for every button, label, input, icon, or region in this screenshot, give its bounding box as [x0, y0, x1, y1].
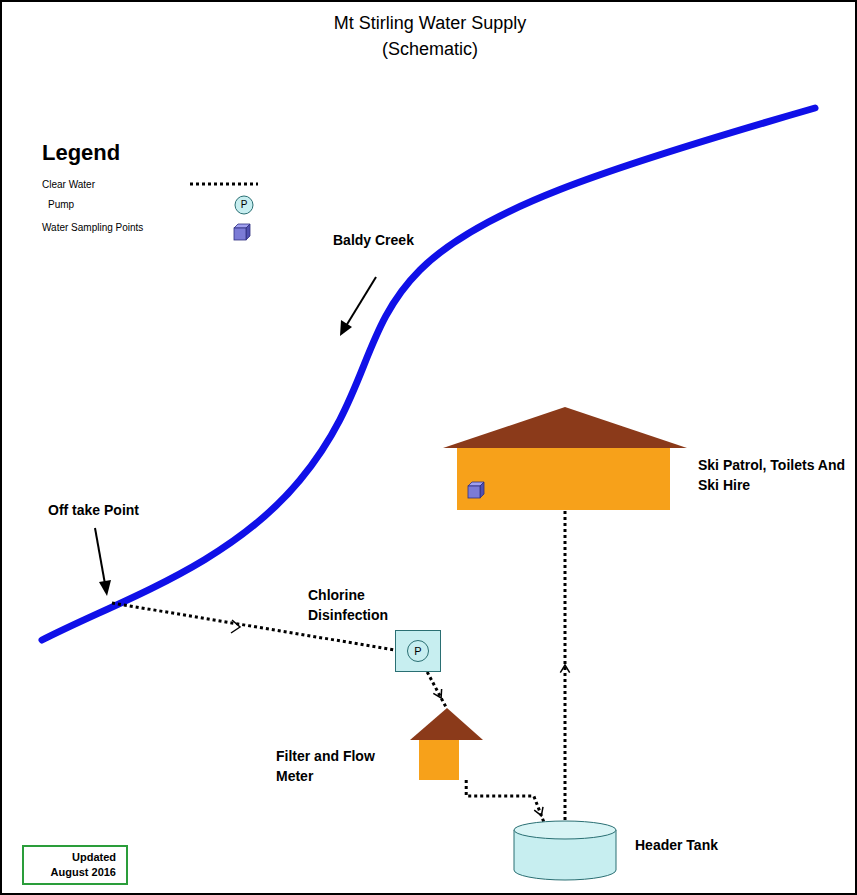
- arrow-head: [433, 689, 441, 698]
- creek: [42, 108, 815, 640]
- legend-line-sample: [190, 183, 258, 186]
- sampling-point: [468, 486, 480, 498]
- building-node: Ski Patrol, Toilets And Ski Hire: [443, 407, 687, 510]
- free-label: Baldy Creek: [333, 232, 414, 248]
- leader-line: [95, 528, 105, 584]
- free-label: Off take Point: [48, 502, 139, 518]
- free-label: Legend: [42, 140, 120, 166]
- legend-sample-cube: [234, 224, 250, 240]
- node-text: Updated August 2016: [38, 850, 116, 880]
- diagram-title: Mt Stirling Water Supply (Schematic): [315, 10, 545, 62]
- arrow-head: [99, 580, 111, 596]
- roof: [443, 407, 687, 448]
- tank-node: Header Tank: [513, 820, 617, 882]
- sampling-point: [480, 482, 484, 498]
- house-body: [419, 740, 459, 780]
- leader-line: [346, 277, 376, 326]
- node-text: P: [414, 645, 421, 657]
- pipe-line: [466, 780, 544, 823]
- house-node: Filter and Flow Meter: [410, 708, 483, 780]
- tank-top: [514, 821, 616, 839]
- node-label: Chlorine Disinfection: [308, 585, 418, 625]
- house-outline: [410, 708, 483, 780]
- legend-text: Water Sampling Points: [42, 221, 143, 234]
- pipe-connector: [427, 672, 446, 708]
- node-label: Filter and Flow Meter: [276, 746, 401, 786]
- arrow-head: [534, 807, 543, 816]
- node-label: Ski Patrol, Toilets And Ski Hire: [698, 455, 850, 495]
- building-body: [457, 448, 670, 510]
- flow-chevron: [231, 620, 240, 633]
- arrow-head: [340, 320, 352, 336]
- legend-text: Clear Water: [42, 178, 95, 191]
- pump-symbol-letter: P: [235, 198, 253, 212]
- tank-outline: [513, 820, 617, 882]
- roof: [410, 708, 483, 740]
- box-node: Chlorine DisinfectionP: [395, 630, 441, 672]
- node-label: Header Tank: [635, 835, 718, 855]
- legend-pump-symbol: [235, 196, 253, 214]
- building-outline: [443, 407, 687, 510]
- pipe-line: [427, 672, 446, 708]
- circle-node: P: [407, 640, 429, 662]
- legend-text: Pump: [48, 198, 74, 211]
- arrow-head: [560, 665, 569, 673]
- pipe-connector: [560, 510, 569, 820]
- note-box: Updated August 2016: [22, 845, 128, 885]
- pipe-connector: [466, 780, 544, 823]
